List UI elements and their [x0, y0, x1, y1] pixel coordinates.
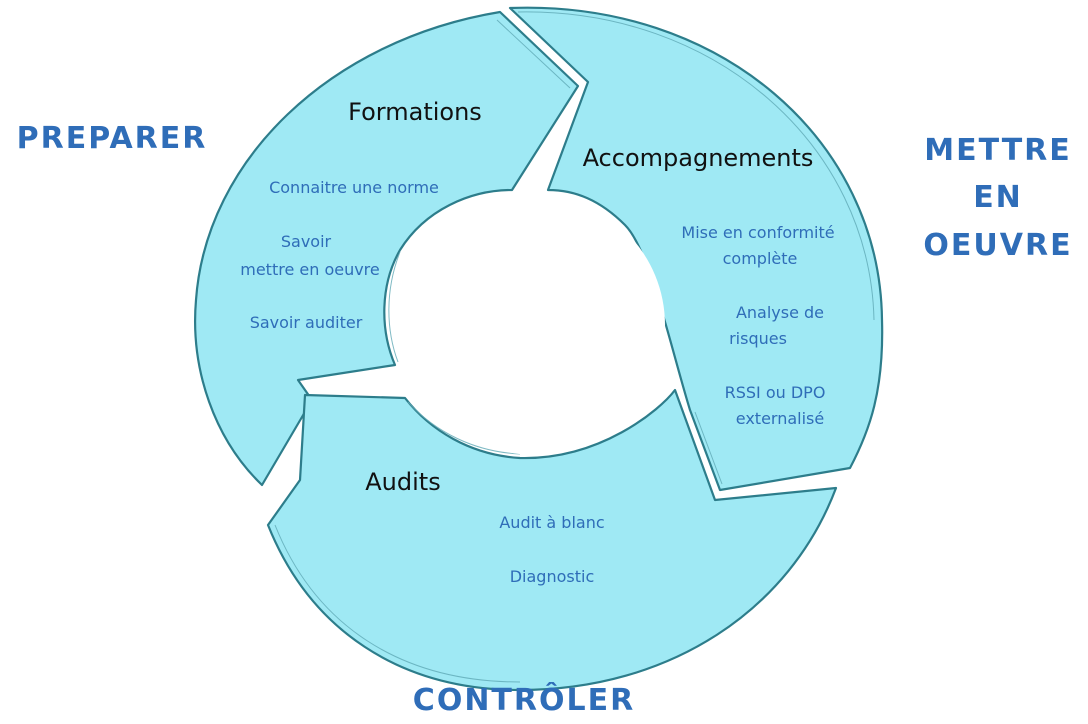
- segment-formations-shape: [194, 10, 580, 487]
- formations-item-3-line-1: Savoir auditer: [250, 313, 363, 332]
- formations-item-2-line-2: mettre en oeuvre: [240, 260, 380, 279]
- segment-formations-title: Formations: [348, 98, 482, 126]
- segment-accompagnements-shape: [508, 6, 884, 492]
- accompagnements-item-1-line-2: complète: [723, 249, 798, 268]
- phase-preparer-label: PREPARER: [17, 121, 208, 156]
- phase-mettre-line-3: OEUVRE: [923, 228, 1072, 263]
- accompagnements-item-2-line-2: risques: [729, 329, 787, 348]
- audits-item-2-line-1: Diagnostic: [510, 567, 595, 586]
- segment-audits-shape: [266, 388, 838, 692]
- accompagnements-item-2-line-1: Analyse de: [736, 303, 824, 322]
- center-hole: [405, 195, 665, 455]
- phase-mettre-line-2: EN: [973, 180, 1023, 215]
- accompagnements-item-1-line-1: Mise en conformité: [681, 223, 834, 242]
- audits-item-1-line-1: Audit à blanc: [499, 513, 604, 532]
- accompagnements-item-3-line-2: externalisé: [736, 409, 824, 428]
- formations-item-1-line-1: Connaitre une norme: [269, 178, 439, 197]
- segment-formations: [194, 10, 580, 487]
- segment-audits: [266, 388, 838, 692]
- segment-accompagnements-title: Accompagnements: [583, 144, 814, 172]
- accompagnements-item-3-line-1: RSSI ou DPO: [725, 383, 826, 402]
- phase-controler-label: CONTRÔLER: [413, 681, 635, 718]
- phase-mettre-line-1: METTRE: [924, 133, 1072, 168]
- formations-item-2-line-1: Savoir: [281, 232, 332, 251]
- segment-audits-title: Audits: [365, 468, 440, 496]
- segment-accompagnements: [508, 6, 884, 492]
